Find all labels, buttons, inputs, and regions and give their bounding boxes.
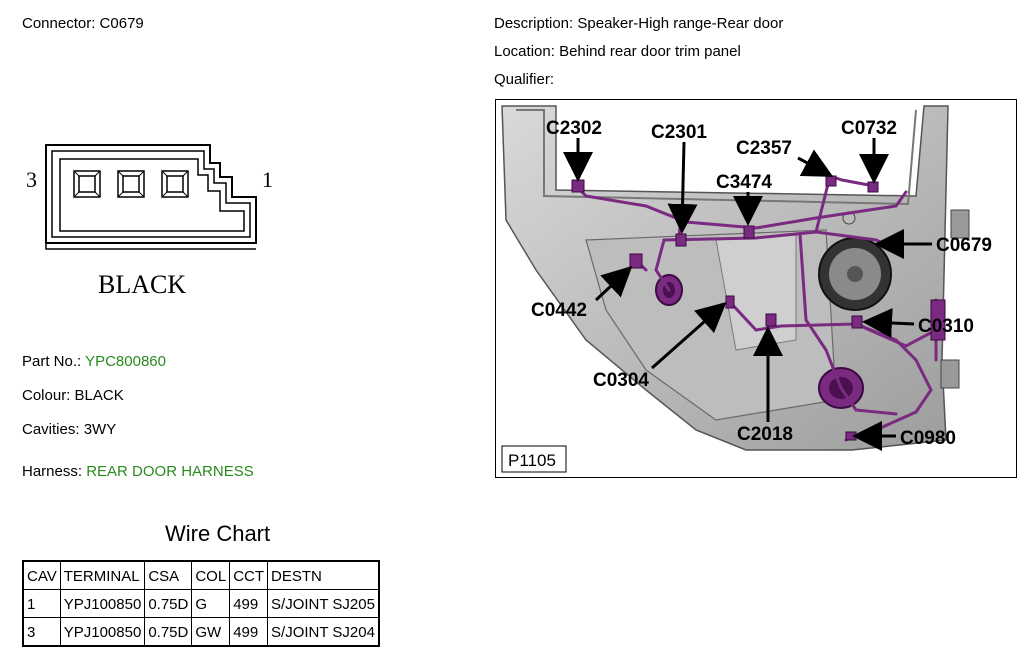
cell-col: GW <box>191 617 231 647</box>
cell-col: G <box>191 589 231 618</box>
harness-field: Harness: REAR DOOR HARNESS <box>22 463 254 480</box>
description-field: Description: Speaker-High range-Rear doo… <box>494 15 783 32</box>
part-no-label: Part No.: <box>22 353 82 370</box>
callout-c3474: C3474 <box>716 172 772 193</box>
colour-field: Colour: BLACK <box>22 387 124 404</box>
cell-csa: 0.75D <box>144 589 193 618</box>
connector-inner-outline <box>51 150 251 238</box>
harness-link[interactable]: REAR DOOR HARNESS <box>86 463 254 480</box>
cavity-3 <box>73 170 101 198</box>
harness-label: Harness: <box>22 463 83 480</box>
cavity-1 <box>161 170 189 198</box>
callout-c0732: C0732 <box>841 118 897 139</box>
cell-cct: 499 <box>229 617 269 647</box>
callout-c0442: C0442 <box>531 300 587 321</box>
location-value: Behind rear door trim panel <box>559 43 741 60</box>
table-row: 1 YPJ100850 0.75D G 499 S/JOINT SJ205 <box>22 589 380 618</box>
header-terminal: TERMINAL <box>59 560 146 590</box>
table-row: 3 YPJ100850 0.75D GW 499 S/JOINT SJ204 <box>22 617 380 647</box>
callout-c0679: C0679 <box>936 235 992 256</box>
header-cav: CAV <box>22 560 61 590</box>
header-cct: CCT <box>229 560 269 590</box>
part-no-link[interactable]: YPC800860 <box>85 353 166 370</box>
pin-label-right: 1 <box>262 167 273 192</box>
callout-c2301: C2301 <box>651 122 707 143</box>
connector-outline <box>45 144 257 244</box>
connector-face-diagram: 3 1 BLACK <box>26 144 273 299</box>
cavities-field: Cavities: 3WY <box>22 421 116 438</box>
qualifier-field: Qualifier: <box>494 71 554 88</box>
cavities-label: Cavities: <box>22 421 80 438</box>
callout-c2302: C2302 <box>546 118 602 139</box>
location-field: Location: Behind rear door trim panel <box>494 43 741 60</box>
header-csa: CSA <box>144 560 193 590</box>
callout-c0980: C0980 <box>900 428 956 449</box>
cavity-2 <box>117 170 145 198</box>
door-location-diagram: C2302 C2301 C2357 C0732 C3474 C0679 C044… <box>495 99 1017 478</box>
cell-cav: 1 <box>22 589 61 618</box>
callout-c2357: C2357 <box>736 138 792 159</box>
callout-c0310: C0310 <box>918 316 974 337</box>
cell-terminal: YPJ100850 <box>59 589 146 618</box>
cell-destn[interactable]: S/JOINT SJ205 <box>267 589 380 618</box>
cavities-value: 3WY <box>83 421 117 438</box>
cell-cct: 499 <box>229 589 269 618</box>
figure-id: P1105 <box>508 451 556 470</box>
connector-color-label: BLACK <box>98 270 186 299</box>
cell-destn[interactable]: S/JOINT SJ204 <box>267 617 380 647</box>
door-illustration: C2302 C2301 C2357 C0732 C3474 C0679 C044… <box>501 105 992 473</box>
colour-value: BLACK <box>74 387 124 404</box>
cell-terminal: YPJ100850 <box>59 617 146 647</box>
description-value: Speaker-High range-Rear door <box>577 15 784 32</box>
wire-chart-table: CAV TERMINAL CSA COL CCT DESTN 1 YPJ1008… <box>22 560 380 647</box>
qualifier-label: Qualifier: <box>494 71 555 88</box>
colour-label: Colour: <box>22 387 71 404</box>
connector-cavity-outline <box>59 158 245 232</box>
wire-chart-title: Wire Chart <box>165 521 271 546</box>
connector-value: C0679 <box>99 15 144 32</box>
connector-label: Connector: <box>22 15 96 32</box>
connector-field: Connector: C0679 <box>22 15 144 32</box>
wire-chart-header-row: CAV TERMINAL CSA COL CCT DESTN <box>22 560 380 590</box>
part-no-field: Part No.: YPC800860 <box>22 353 166 370</box>
cell-csa: 0.75D <box>144 617 193 647</box>
pin-label-left: 3 <box>26 167 37 192</box>
callout-arrows <box>563 138 932 451</box>
callout-c2018: C2018 <box>737 424 793 445</box>
description-label: Description: <box>494 15 574 32</box>
location-label: Location: <box>494 43 555 60</box>
callout-c0304: C0304 <box>593 370 649 391</box>
header-col: COL <box>191 560 231 590</box>
header-destn: DESTN <box>267 560 380 590</box>
cell-cav: 3 <box>22 617 61 647</box>
callouts: C2302 C2301 C2357 C0732 C3474 C0679 C044… <box>531 118 992 449</box>
